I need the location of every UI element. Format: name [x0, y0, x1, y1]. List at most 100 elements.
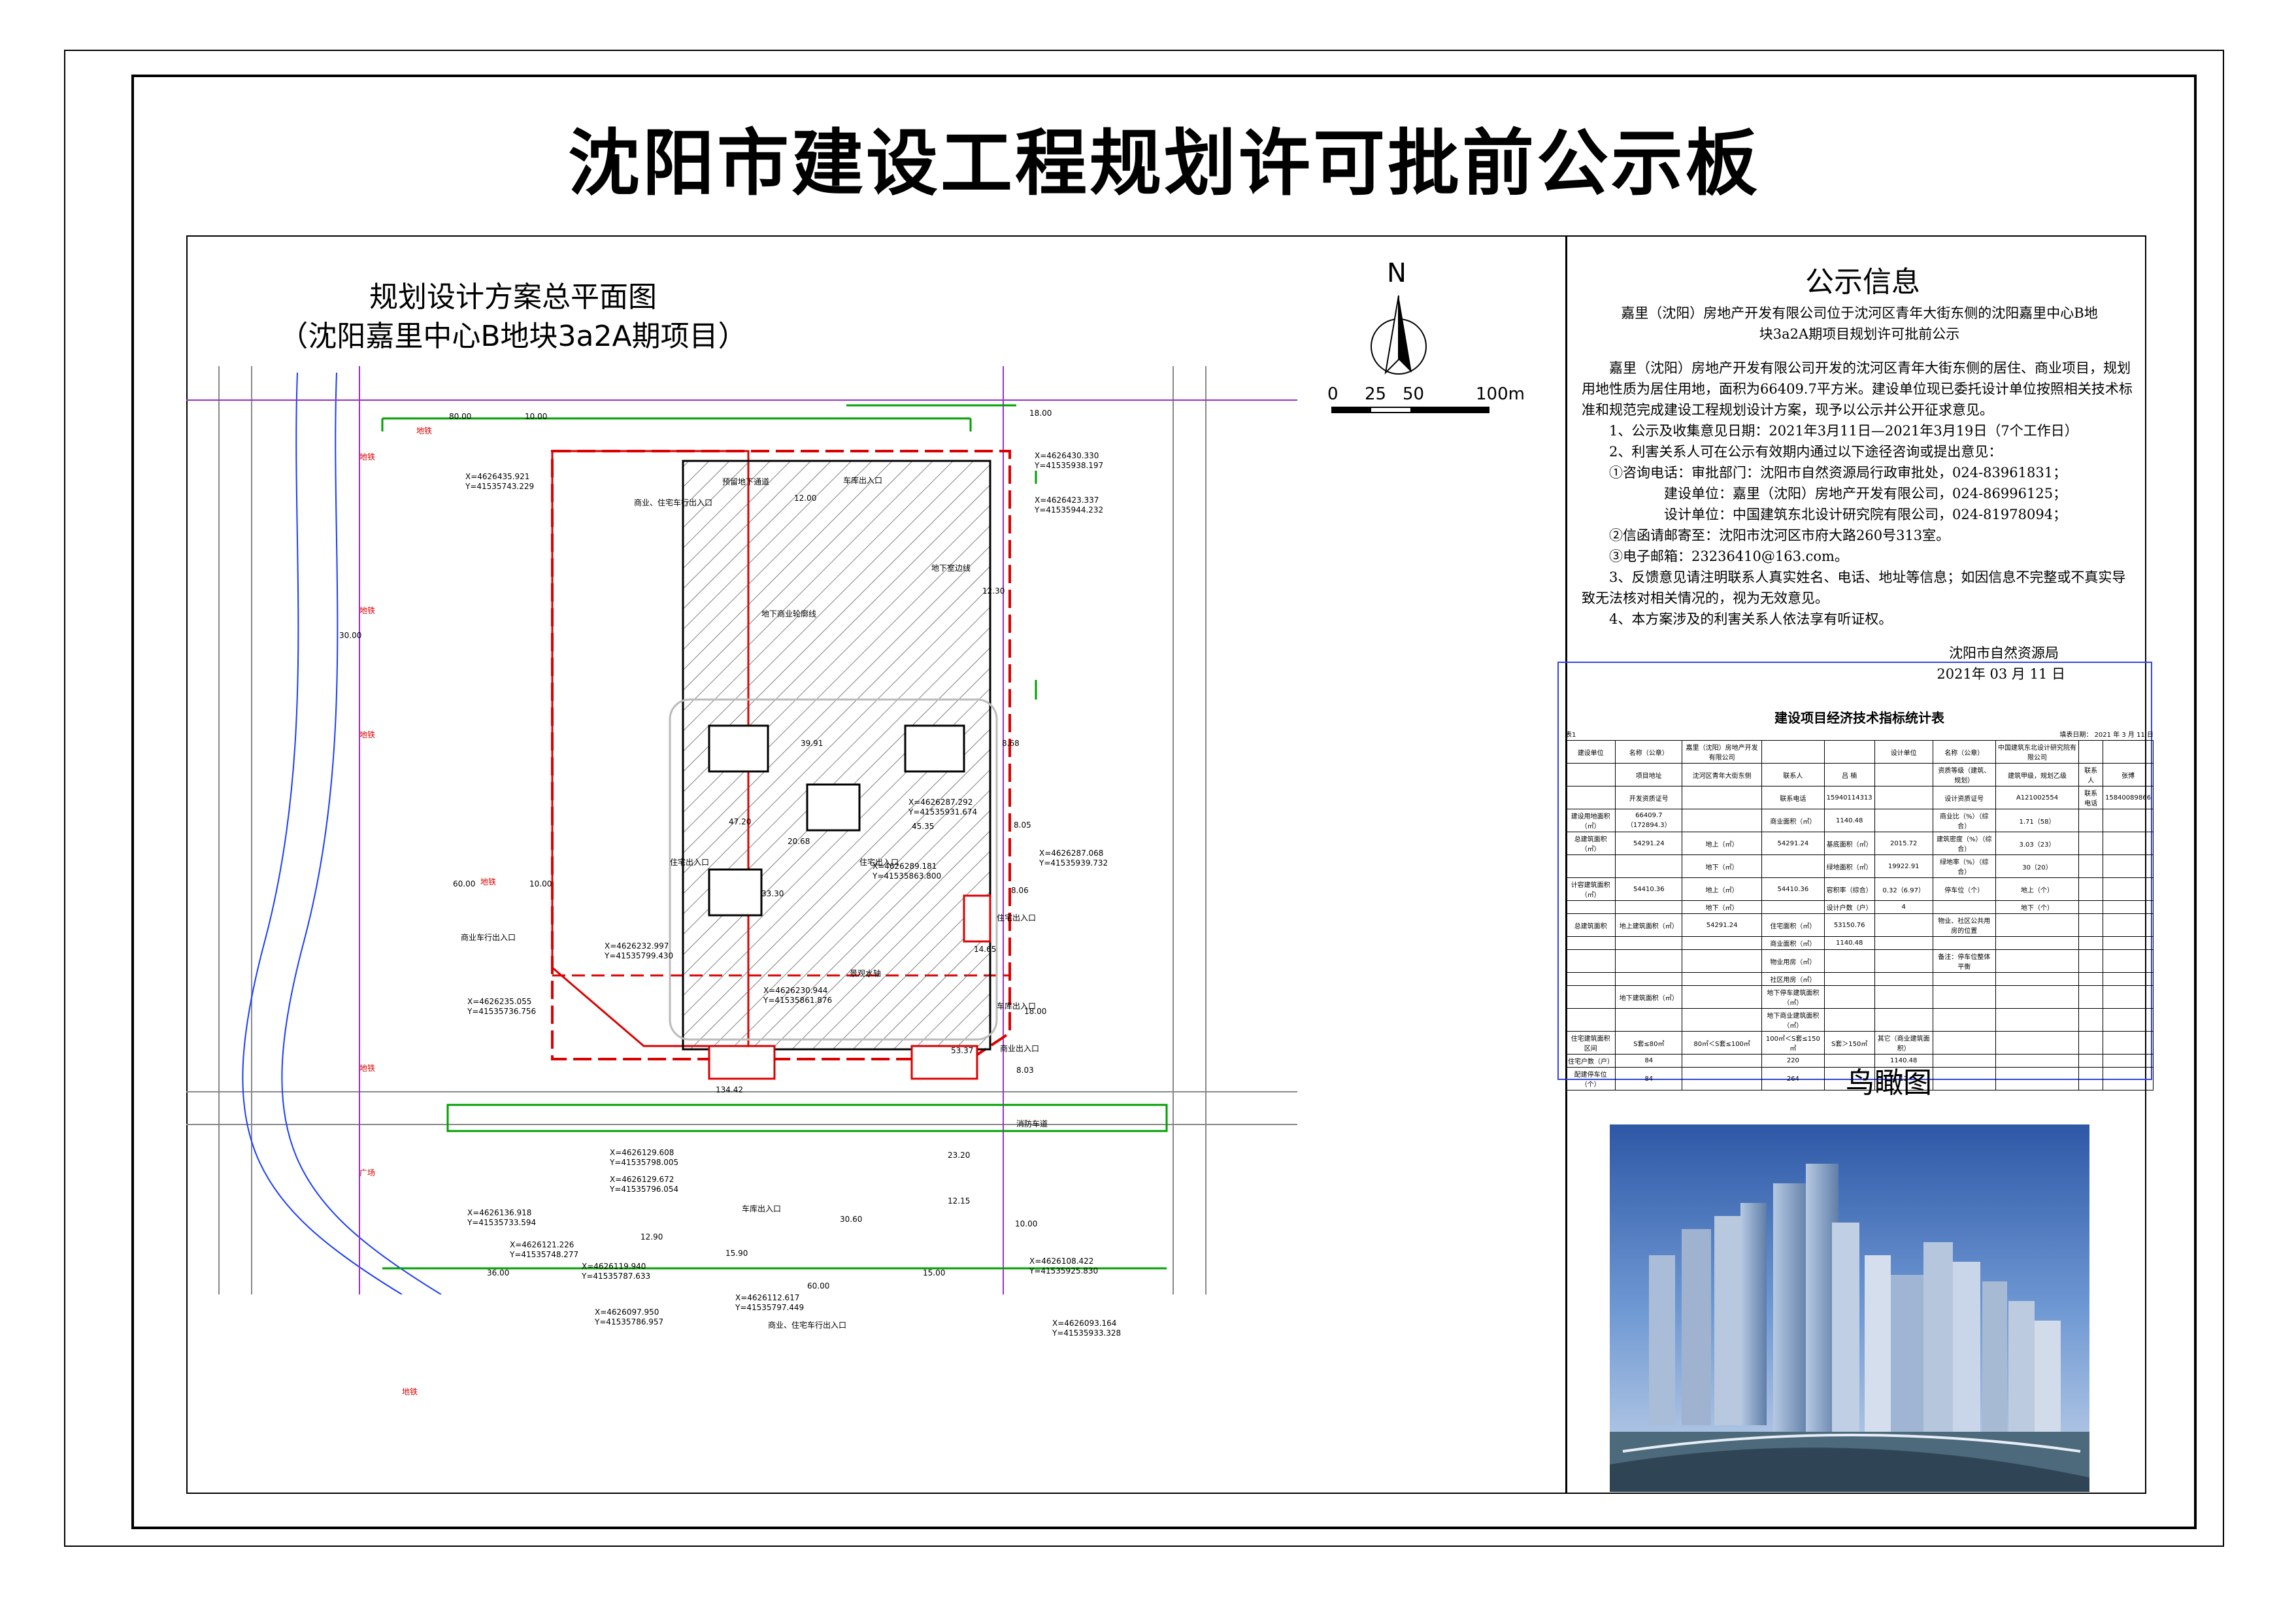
building-6 — [910, 1045, 978, 1080]
basement-commercial-label: 地下商业轮廓线 — [761, 609, 817, 618]
scale-50: 50 — [1403, 384, 1425, 404]
stats-cell: 100㎡＜S套≤150㎡ — [1761, 1031, 1825, 1055]
aerial-image — [1610, 1124, 2089, 1492]
dim-25: 12.90 — [641, 1232, 663, 1242]
purple-lines — [186, 366, 1297, 1294]
stats-cell: 绿地面积（㎡） — [1823, 854, 1875, 878]
stats-row: 建设用地面积（㎡）66409.7（172894.3）商业面积（㎡）1140.48… — [1565, 809, 2154, 832]
metro-label-6: 地铁 — [359, 1064, 376, 1073]
coord-x11: X=4626129.672 — [610, 1175, 674, 1184]
coord-y15: Y=41535925.830 — [1029, 1266, 1099, 1276]
stats-cell — [1565, 854, 1616, 878]
stats-cell: 264 — [1761, 1067, 1825, 1090]
stats-cell: 建筑密度（%）（综合） — [1932, 832, 1996, 855]
stats-cell — [1874, 913, 1933, 937]
stats-cell: 绿地率（%）（综合） — [1932, 854, 1996, 878]
compass-icon — [1371, 295, 1427, 375]
scale-bar: 0 25 50 100m — [1325, 384, 1548, 424]
dim-8: 10.00 — [529, 879, 552, 888]
stats-cell: 地上建筑面积（㎡） — [1615, 913, 1683, 937]
stats-cell — [2102, 809, 2154, 832]
stats-cell: 53150.76 — [1823, 913, 1875, 937]
stats-cell — [1565, 1008, 1616, 1032]
stats-cell: 物业、社区公共用房的位置 — [1932, 913, 1996, 937]
dim-27: 15.00 — [923, 1268, 946, 1277]
notice-line-12: ③电子邮箱：23236410@163.com。 — [1609, 549, 1848, 564]
metro-label-8: 地铁 — [402, 1387, 418, 1396]
stats-cell — [1874, 949, 1933, 973]
stats-cell: 80㎡＜S套≤100㎡ — [1682, 1031, 1763, 1055]
stats-cell: 19922.91 — [1874, 854, 1933, 878]
aerial-illustration — [1610, 1124, 2089, 1492]
stats-title: 建设项目经济技术指标统计表 — [1774, 710, 1944, 726]
plan-title-line1: 规划设计方案总平面图 — [369, 280, 657, 314]
stats-cell: 名称（公章） — [1615, 740, 1683, 764]
stats-cell: 住宅面积（㎡） — [1761, 913, 1825, 937]
coord-x9: X=4626230.944 — [763, 986, 828, 995]
stats-cell — [2102, 936, 2154, 950]
stats-cell: 社区用房（㎡） — [1761, 972, 1825, 986]
stats-cell: 30（20） — [1995, 854, 2080, 878]
stats-cell: 吕 楠 — [1823, 763, 1875, 786]
notice-line-7: 2、利害关系人可在公示有效期内通过以下途径咨询或提出意见： — [1609, 444, 2003, 460]
stats-cell — [2078, 913, 2103, 937]
dim-20: 134.42 — [716, 1085, 743, 1094]
stats-cell — [2078, 809, 2103, 832]
notice-date: 2021年 03 月 11 日 — [1937, 666, 2065, 682]
coord-x17: X=4626097.950 — [595, 1308, 659, 1317]
stats-cell — [1565, 972, 1616, 986]
stats-row: 社区用房（㎡） — [1565, 972, 2154, 986]
coord-y8: Y=41535736.756 — [467, 1007, 537, 1016]
coord-y9: Y=41535861.876 — [763, 996, 833, 1005]
stats-cell — [1995, 985, 2080, 1009]
coord-y18: Y=41535933.328 — [1052, 1328, 1122, 1338]
stats-cell — [1995, 913, 2080, 937]
page-title: 沈阳市建设工程规划许可批前公示板 — [568, 122, 1760, 205]
stats-cell — [2078, 1031, 2103, 1055]
stats-cell — [1615, 972, 1683, 986]
stats-row: 项目地址沈河区青年大街东侧联系人吕 楠资质等级（建筑、规划）建筑甲级，规划乙级联… — [1565, 763, 2154, 786]
notice-line-6: 1、公示及收集意见日期：2021年3月11日—2021年3月19日（7个工作日） — [1609, 423, 2078, 439]
stats-cell — [2102, 900, 2154, 914]
stats-cell — [2078, 854, 2103, 878]
stats-cell — [1874, 1008, 1933, 1032]
notice-line-9: 建设单位：嘉里（沈阳）房地产开发有限公司，024-86996125； — [1664, 486, 2067, 501]
stats-cell: 设计资质证号 — [1932, 786, 1996, 809]
coord-y1: Y=41535743.229 — [465, 482, 535, 491]
dim-3: 18.00 — [1029, 409, 1052, 418]
garage-east-label: 车库出入口 — [997, 1002, 1037, 1011]
site-plan-drawing — [186, 366, 1297, 1294]
notice-line-3: 嘉里（沈阳）房地产开发有限公司开发的沈河区青年大街东侧的居住、商业项目，规划 — [1609, 360, 2131, 376]
stats-cell: 项目地址 — [1615, 763, 1683, 786]
stats-cell — [1995, 1067, 2080, 1090]
stats-cell: S套＞150㎡ — [1823, 1031, 1875, 1055]
stats-row: 地下商业建筑面积（㎡） — [1565, 1008, 2154, 1032]
stats-cell: 物业用房（㎡） — [1761, 949, 1825, 973]
stats-cell — [1761, 854, 1825, 878]
stats-cell — [1682, 786, 1763, 809]
stats-cell: 资质等级（建筑、规划） — [1932, 763, 1996, 786]
stats-table-block: 建设项目经济技术指标统计表 表1 填表日期： 2021 年 3 月 11 日 建… — [1565, 707, 2154, 1090]
stats-cell: 联系电话 — [1761, 786, 1825, 809]
stats-cell — [2102, 1067, 2154, 1090]
dim-14: 8.05 — [1014, 820, 1031, 830]
building-5 — [708, 1045, 776, 1080]
stats-cell — [1932, 1008, 1996, 1032]
stats-cell: 联系人 — [1761, 763, 1825, 786]
stats-cell — [1874, 809, 1933, 832]
stats-cell: 配建停车位（个） — [1565, 1067, 1616, 1090]
coord-x10: X=4626129.608 — [610, 1148, 674, 1157]
stats-cell: 54410.36 — [1761, 877, 1825, 901]
stats-cell — [1823, 1008, 1875, 1032]
coord-y5: Y=41535939.732 — [1039, 858, 1108, 868]
stats-cell — [2078, 1008, 2103, 1032]
stats-cell: 3.03（23） — [1995, 832, 2080, 855]
stats-cell: 商业面积（㎡） — [1761, 809, 1825, 832]
stats-cell — [1874, 786, 1933, 809]
metro-label-5: 地铁 — [480, 877, 497, 887]
internal-road — [669, 698, 998, 1041]
